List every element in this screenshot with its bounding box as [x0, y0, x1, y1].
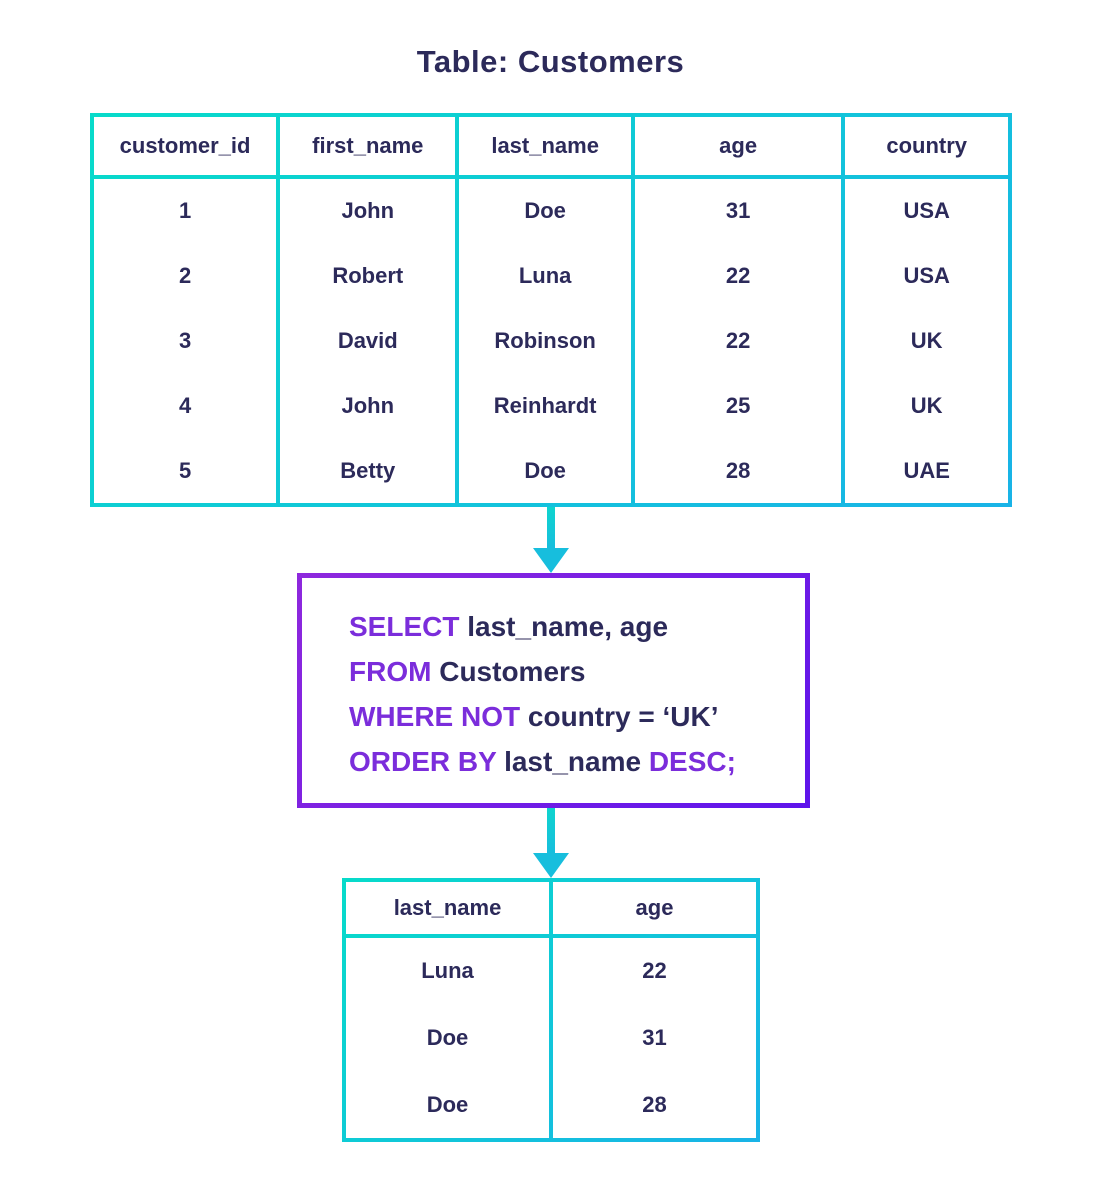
table-cell: UK	[910, 392, 943, 418]
down-arrow-shaft	[547, 507, 555, 548]
table-cell: John	[341, 392, 395, 418]
result-table-body: Luna Doe Doe 22 31 28	[346, 938, 756, 1138]
table-cell: USA	[903, 263, 950, 289]
table-cell: UK	[910, 327, 943, 353]
column-customer-id: 1 2 3 4 5	[94, 179, 277, 503]
table-cell: Robert	[332, 263, 404, 289]
table-cell: Luna	[421, 958, 474, 984]
table-cell: 31	[642, 1025, 667, 1050]
sql-query-box: SELECT last_name, age FROM Customers WHE…	[297, 573, 810, 808]
table-cell: Betty	[340, 457, 396, 483]
sql-keyword: WHERE NOT	[349, 701, 521, 732]
sql-keyword: FROM	[349, 656, 432, 687]
sql-line-from: FROM Customers	[349, 649, 795, 694]
table-cell: 28	[725, 457, 751, 483]
sql-line-where: WHERE NOT country = ‘UK’	[349, 694, 795, 739]
table-cell: 22	[642, 958, 667, 984]
table-cell: David	[337, 327, 398, 353]
down-arrow-shaft	[547, 808, 555, 853]
sql-plain-text: Customers	[431, 656, 586, 687]
column-last-name: Luna Doe Doe	[346, 938, 549, 1138]
sql-plain-text: last_name, age	[459, 611, 669, 642]
sql-plain-text: country = ‘UK’	[520, 701, 719, 732]
table-cell: Doe	[426, 1091, 469, 1117]
table-cell: 3	[178, 327, 192, 353]
table-cell: 28	[642, 1091, 667, 1117]
column-header-age: age	[553, 882, 756, 934]
table-cell: 22	[725, 327, 751, 353]
down-arrow-head	[533, 853, 569, 878]
sql-keyword: ORDER BY	[349, 746, 497, 777]
column-age: 22 31 28	[553, 938, 756, 1138]
table-cell: Doe	[426, 1025, 469, 1050]
down-arrow-icon	[533, 808, 569, 878]
table-cell: Reinhardt	[493, 392, 597, 418]
customers-table: customer_id first_name last_name age cou…	[90, 113, 1012, 507]
column-last-name: Doe Luna Robinson Reinhardt Doe	[459, 179, 631, 503]
table-cell: USA	[903, 198, 950, 224]
sql-plain-text: last_name	[496, 746, 649, 777]
down-arrow-head	[533, 548, 569, 573]
table-cell: 25	[725, 392, 751, 418]
table-cell: Doe	[524, 198, 566, 224]
table-cell: Doe	[524, 457, 566, 483]
column-header-country: country	[845, 117, 1008, 175]
down-arrow-icon	[533, 507, 569, 573]
column-header-last-name: last_name	[459, 117, 631, 175]
result-table-header-row: last_name age	[346, 882, 756, 934]
customers-table-header-row: customer_id first_name last_name age cou…	[94, 117, 1008, 175]
table-cell: 22	[725, 263, 751, 289]
sql-line-select: SELECT last_name, age	[349, 604, 795, 649]
column-header-first-name: first_name	[280, 117, 456, 175]
page-title: Table: Customers	[416, 44, 685, 79]
column-header-customer-id: customer_id	[94, 117, 277, 175]
table-cell: 5	[178, 457, 192, 483]
table-cell: 31	[725, 198, 751, 224]
column-country: USA USA UK UK UAE	[845, 179, 1008, 503]
column-header-last-name: last_name	[346, 882, 549, 934]
sql-query-text: SELECT last_name, age FROM Customers WHE…	[302, 578, 805, 803]
table-cell: 1	[178, 198, 192, 224]
customers-table-body: 1 2 3 4 5 John Robert David John Betty D…	[94, 179, 1008, 503]
table-cell: 4	[178, 392, 192, 418]
table-cell: Luna	[518, 263, 572, 289]
table-cell: 2	[178, 263, 192, 289]
sql-keyword: DESC;	[648, 746, 736, 777]
table-cell: John	[341, 198, 395, 224]
table-cell: UAE	[903, 457, 950, 483]
result-table: last_name age Luna Doe Doe 22 31 28	[342, 878, 760, 1142]
table-cell: Robinson	[494, 327, 596, 353]
column-first-name: John Robert David John Betty	[280, 179, 456, 503]
sql-line-order-by: ORDER BY last_name DESC;	[349, 739, 795, 784]
sql-keyword: SELECT	[349, 611, 460, 642]
column-header-age: age	[634, 117, 842, 175]
column-age: 31 22 22 25 28	[634, 179, 842, 503]
